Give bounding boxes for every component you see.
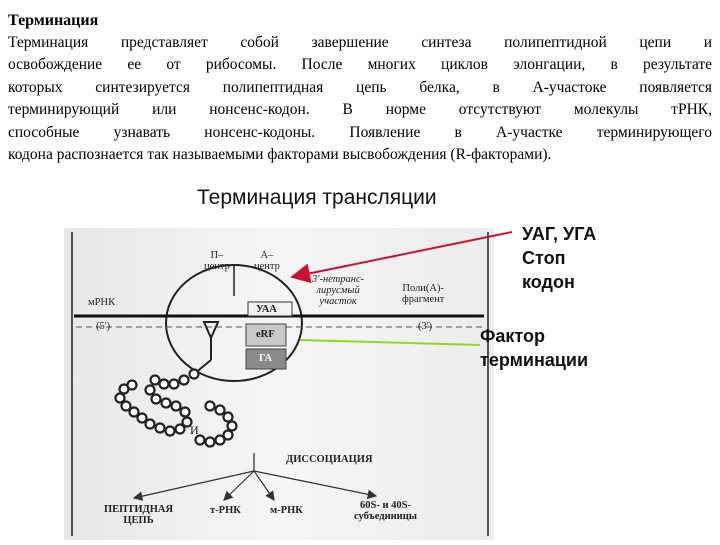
paragraph-line: способные узнавать нонсенс-кодоны. Появл… xyxy=(8,123,712,141)
arrow-to-subunits xyxy=(253,470,378,500)
paragraph-line: Терминация представляет собой завершение… xyxy=(8,34,712,51)
ga-box xyxy=(245,348,287,370)
peptide-chain xyxy=(114,368,238,448)
three-prime-label: (3') xyxy=(418,321,433,332)
codon-label: УАА xyxy=(256,304,277,315)
paragraph-line: освобождение ее от рибосомы. После многи… xyxy=(8,56,712,74)
figure-title: Терминация трансляции xyxy=(197,186,437,209)
paragraph-line: терминирующий или нонсенс-кодон. В норме… xyxy=(8,101,712,119)
five-prime-label: (5') xyxy=(96,321,111,332)
arrow-to-peptide xyxy=(132,470,255,501)
erf-label: eRF xyxy=(256,329,275,340)
i-label: И xyxy=(190,423,199,437)
codon-box xyxy=(247,301,293,317)
erf-box xyxy=(245,323,287,347)
text-block: Терминация Терминация представляет собой… xyxy=(8,10,712,166)
mrna-product-label: м-РНК xyxy=(270,505,303,516)
diagram-drawing xyxy=(64,228,494,540)
paragraph-line: которых синтезируется полипептидная цепь… xyxy=(8,78,712,96)
dissociation-label: ДИССОЦИАЦИЯ xyxy=(286,454,373,465)
a-site-label: А–центр xyxy=(254,250,280,272)
description-paragraph: Терминация представляет собой завершение… xyxy=(8,32,712,166)
paragraph-line: кодона распознается так называемыми факт… xyxy=(8,146,552,164)
polya-label: Поли(А)-фрагмент xyxy=(402,283,445,305)
p-site-label: П–центр xyxy=(204,250,230,272)
ribosome-outline xyxy=(165,264,303,382)
ga-label: ГА xyxy=(259,353,273,364)
subunits-product-label: 60S- и 40S-субъединицы xyxy=(354,500,417,522)
mrna-label: мРНК xyxy=(88,297,116,308)
trna-shape xyxy=(202,321,220,341)
section-heading: Терминация xyxy=(8,12,99,29)
arrow-to-trna xyxy=(223,470,255,501)
arrow-to-mrna xyxy=(253,470,275,501)
stop-codon-annotation: УАГ, УГА Стоп кодон xyxy=(522,224,597,292)
termination-factor-annotation: Фактор терминации xyxy=(480,326,589,370)
trna-product-label: т-РНК xyxy=(210,505,241,516)
